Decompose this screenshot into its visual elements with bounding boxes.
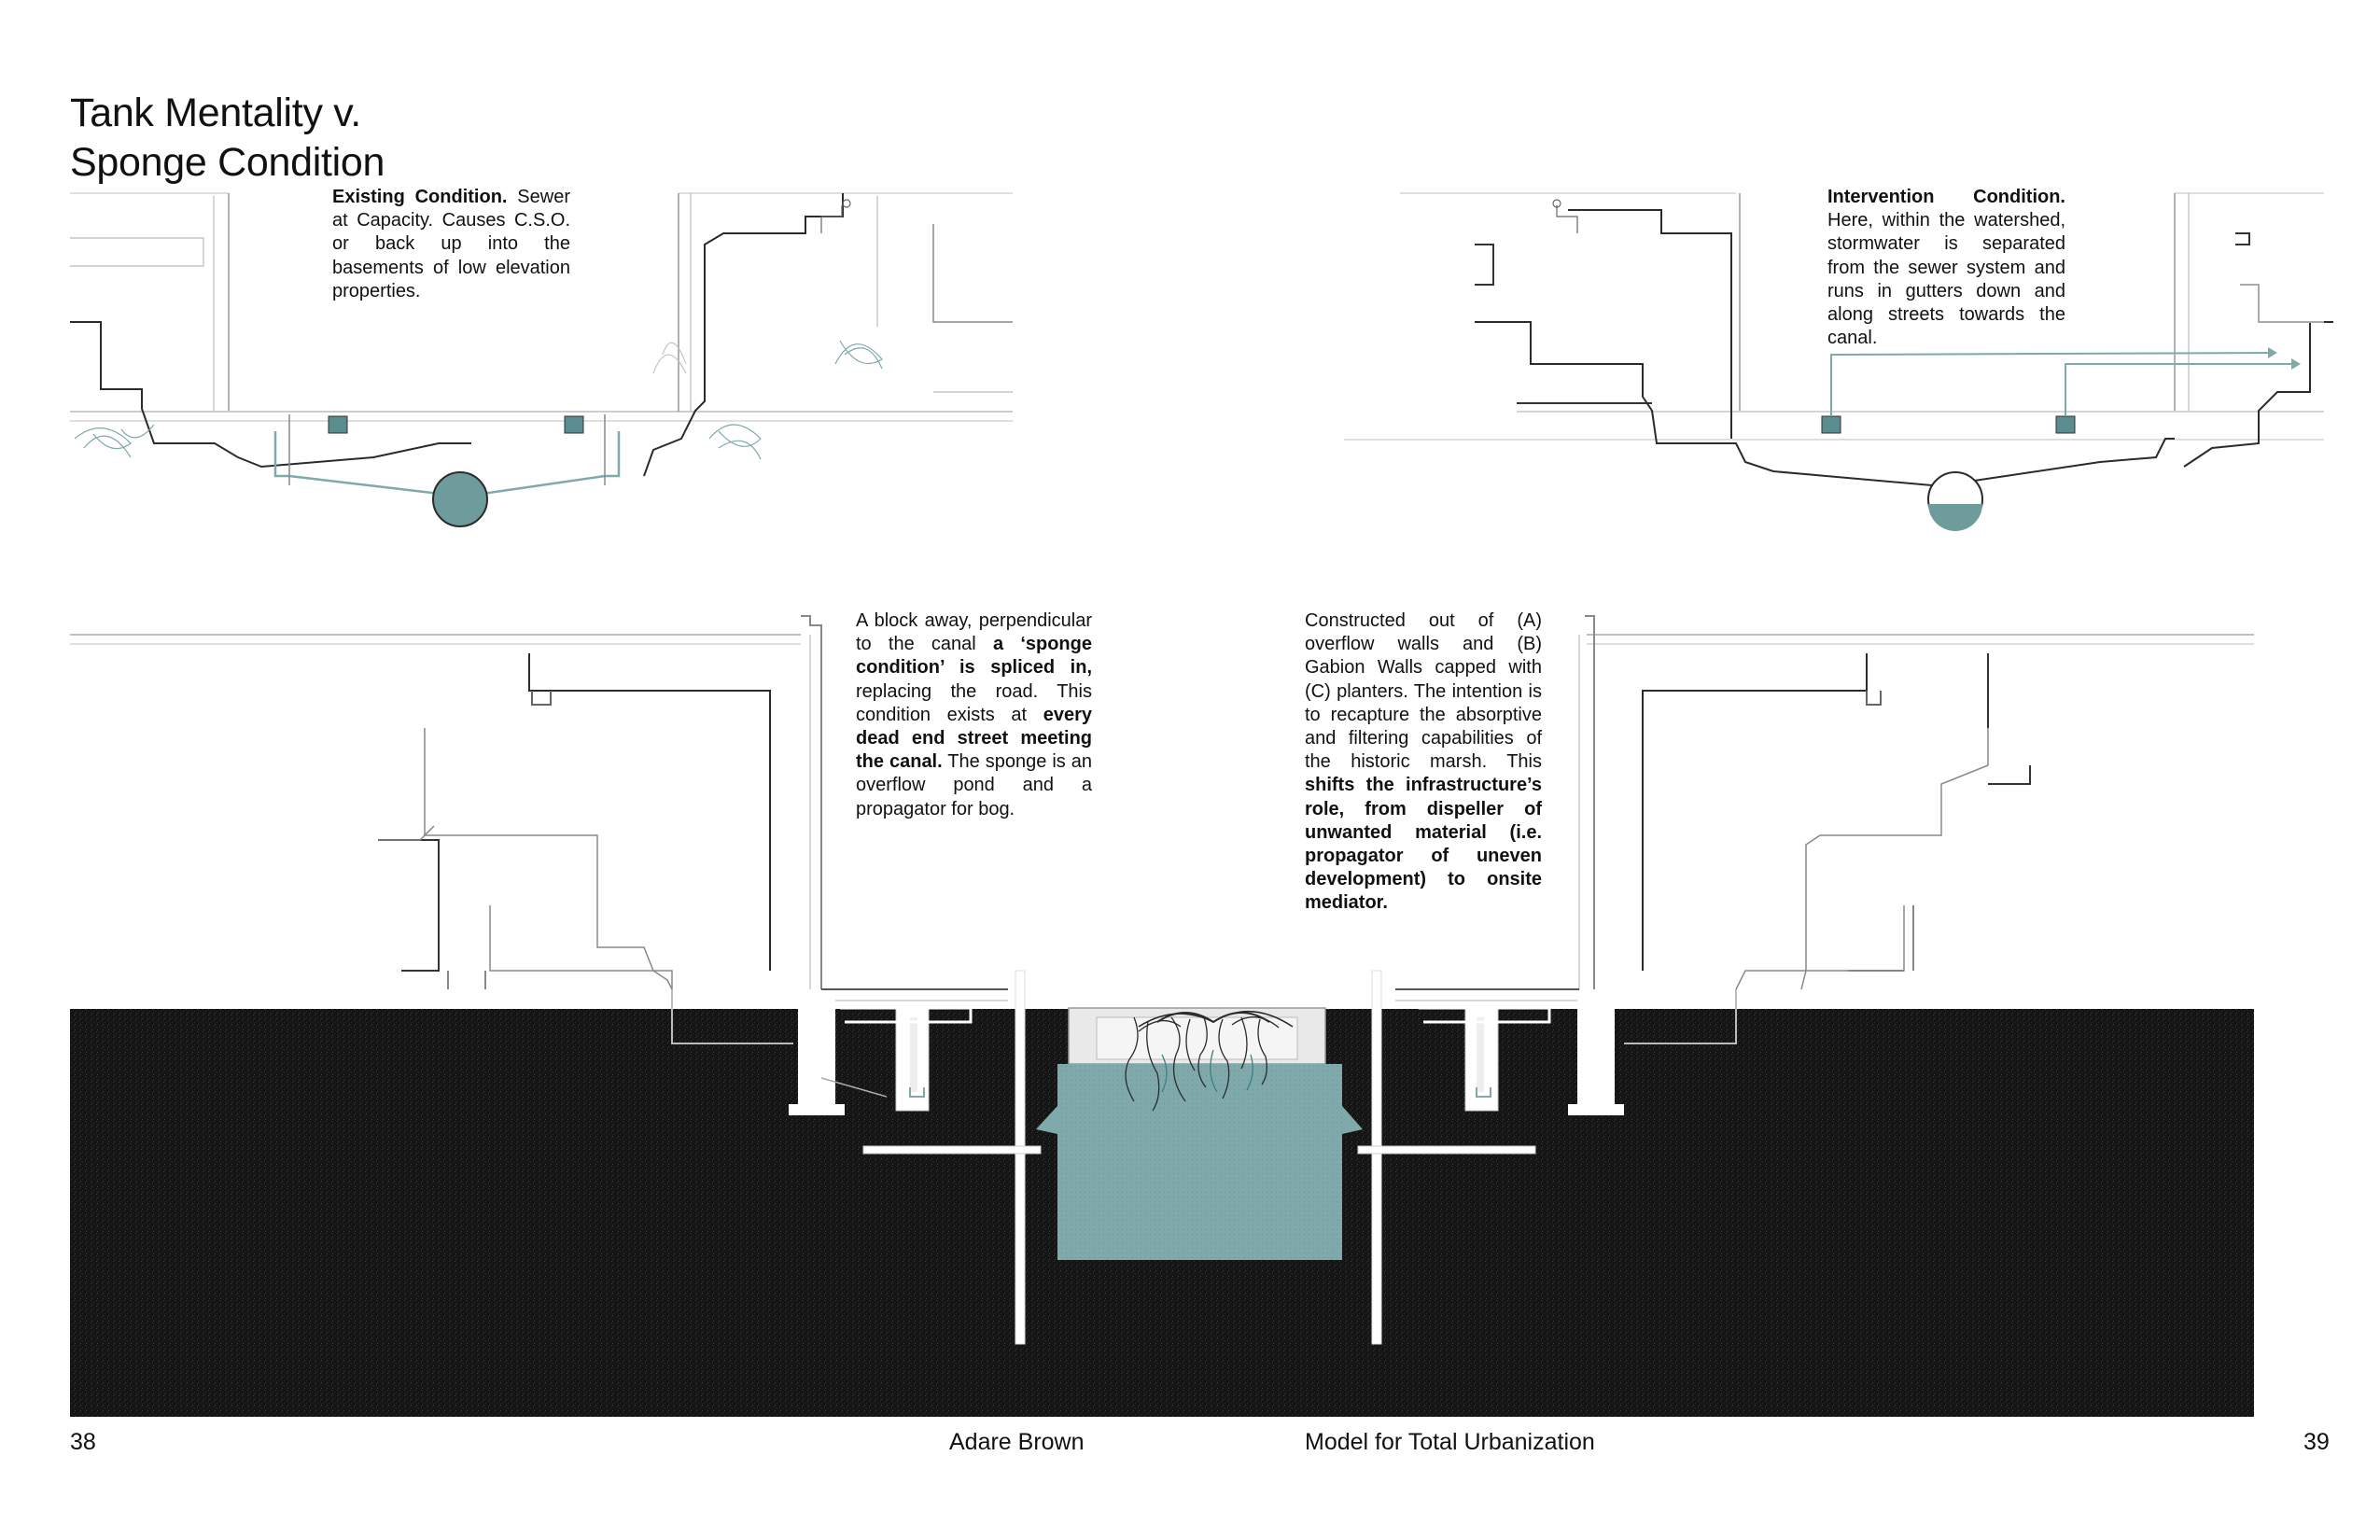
overflow-wall-right — [1371, 970, 1382, 1345]
sewer-pipe-full — [432, 471, 488, 527]
caption-constructed-p1: Constructed out of (A) overflow walls an… — [1305, 610, 1542, 773]
sponge-condition-section — [70, 615, 2254, 990]
caption-sponge-p2: replacing the road. This condition exist… — [856, 680, 1092, 725]
bog-roots — [1125, 1010, 1294, 1112]
overflow-wall-left — [1015, 970, 1026, 1345]
caption-sponge-b1: a ‘sponge condition’ is spliced in, — [856, 634, 1092, 679]
page-title: Tank Mentality v. Sponge Condition — [70, 89, 385, 188]
footer-book-title: Model for Total Urbanization — [1305, 1429, 1595, 1455]
caption-existing-lead: Existing Condition. — [332, 187, 508, 207]
sponge-edge-details — [671, 970, 1737, 1345]
caption-sponge-condition: A block away, perpendicular to the canal… — [856, 609, 1092, 821]
caption-existing-text: Sewer at Capacity. Causes C.S.O. or back… — [332, 187, 570, 301]
caption-constructed: Constructed out of (A) overflow walls an… — [1305, 609, 1542, 916]
page-number-right: 39 — [2303, 1429, 2330, 1455]
caption-sponge-p1: A block away, perpendicular to the canal — [856, 610, 1092, 655]
caption-existing-condition: Existing Condition. Sewer at Capacity. C… — [332, 186, 570, 303]
intervention-condition-section — [1344, 192, 2333, 487]
page-number-left: 38 — [70, 1429, 96, 1455]
title-line-1: Tank Mentality v. — [70, 90, 361, 135]
footer-author: Adare Brown — [949, 1429, 1085, 1455]
caption-intervention-text: Here, within the watershed, stormwater i… — [1827, 210, 2065, 349]
caption-intervention-condition: Intervention Condition. Here, within the… — [1827, 186, 2065, 350]
title-line-2: Sponge Condition — [70, 139, 385, 185]
caption-sponge-p3: The sponge is an overflow pond and a pro… — [856, 751, 1092, 819]
sewer-pipe-partial — [1927, 471, 1983, 531]
overflow-pond — [1057, 1064, 1342, 1260]
caption-intervention-lead: Intervention Condition. — [1827, 187, 2065, 207]
caption-sponge-b2: every dead end street meeting the canal. — [856, 704, 1092, 773]
caption-constructed-b1: shifts the infrastructure’s role, from d… — [1305, 775, 1542, 914]
existing-condition-section — [70, 192, 1013, 497]
